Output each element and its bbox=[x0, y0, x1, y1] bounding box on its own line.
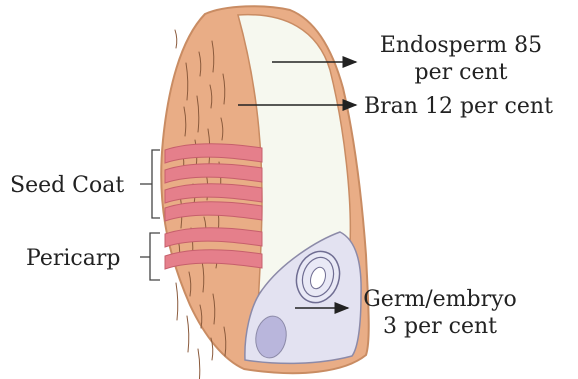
seed-coat-label: Seed Coat bbox=[10, 172, 124, 199]
endosperm-label-line1: Endosperm 85 bbox=[362, 32, 560, 59]
bran-streak bbox=[187, 316, 189, 352]
germ-label-line1: Germ/embryo bbox=[356, 286, 524, 313]
germ-label: Germ/embryo 3 per cent bbox=[356, 286, 524, 340]
bran-label: Bran 12 per cent bbox=[364, 93, 553, 120]
bran-streak bbox=[175, 30, 177, 48]
bran-streak bbox=[198, 349, 200, 379]
bran-streak bbox=[176, 283, 178, 320]
pericarp-bracket bbox=[140, 233, 160, 280]
pericarp-label: Pericarp bbox=[26, 245, 120, 272]
germ-label-line2: 3 per cent bbox=[356, 313, 524, 340]
seed-coat-bracket bbox=[140, 150, 160, 218]
endosperm-label: Endosperm 85 per cent bbox=[362, 32, 560, 86]
endosperm-label-line2: per cent bbox=[362, 59, 560, 86]
